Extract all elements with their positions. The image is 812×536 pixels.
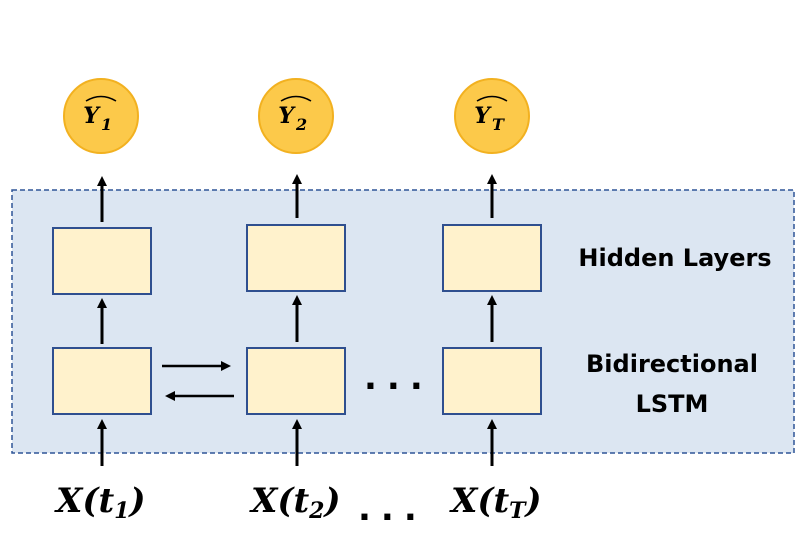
hat-icon [476,95,508,102]
hidden-layer-box-2 [246,224,346,292]
output-symbol: Y [474,103,492,129]
hidden-layer-box-3 [442,224,542,292]
lstm-box-3 [442,347,542,415]
output-subscript: 1 [101,115,112,134]
output-node-1: Y 1 [63,78,139,154]
output-node-2: Y 2 [258,78,334,154]
lstm-box-1 [52,347,152,415]
output-subscript: 2 [295,115,307,134]
hat-icon [280,95,312,102]
bidirectional-label: Bidirectional [586,350,758,378]
output-subscript: T [492,115,505,134]
lstm-label: LSTM [635,390,709,418]
hidden-layers-label: Hidden Layers [578,244,772,272]
ellipsis-inputs: ... [358,489,427,529]
output-symbol: Y [83,103,101,129]
hat-icon [85,95,117,102]
output-symbol: Y [278,103,296,129]
hidden-layer-box-1 [52,227,152,295]
ellipsis-lstm: ... [364,358,433,398]
input-label-3: X(tT) [449,481,542,524]
lstm-box-2 [246,347,346,415]
input-label-1: X(t1) [54,481,146,524]
output-node-3: Y T [454,78,530,154]
input-label-2: X(t2) [249,481,341,524]
